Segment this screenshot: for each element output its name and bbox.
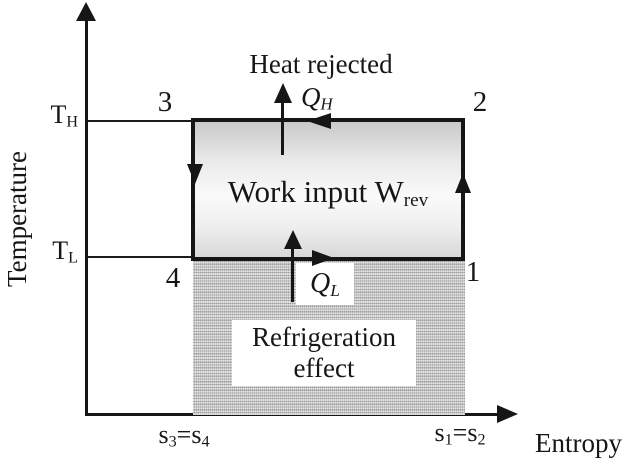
state-point-4: 4 xyxy=(165,262,181,294)
refrigeration-effect-plate: Refrigeration effect xyxy=(232,320,416,386)
cycle-rectangle xyxy=(191,118,465,261)
qh-arrow-line xyxy=(281,100,284,155)
ql-label: QL xyxy=(310,268,340,301)
temperature-axis-label: Temperature xyxy=(2,150,32,288)
process-1-2-arrow-icon xyxy=(455,173,471,193)
state-point-1: 1 xyxy=(465,256,481,288)
qh-label: QH xyxy=(301,82,333,115)
work-input-subscript: rev xyxy=(403,190,429,212)
s4-symbol: s xyxy=(191,420,202,449)
s34-equals: = xyxy=(176,420,192,449)
s2-symbol: s xyxy=(467,418,478,447)
s12-equals: = xyxy=(452,418,468,447)
process-2-3-arrow-icon xyxy=(307,113,331,129)
entropy-axis-label: Entropy xyxy=(535,428,622,458)
heat-rejected-label: Heat rejected xyxy=(249,49,393,79)
s1-symbol: s xyxy=(434,418,445,447)
ql-label-plate: QL xyxy=(296,263,354,305)
s12-tick-label: s1=s2 xyxy=(400,418,520,450)
t-low-symbol: T xyxy=(52,236,69,265)
work-input-label: Work input Wrev xyxy=(191,174,465,212)
t-high-subscript: H xyxy=(66,113,78,131)
ql-symbol: Q xyxy=(310,267,331,299)
refrigeration-effect-line1: Refrigeration xyxy=(252,322,396,352)
s1-subscript: 1 xyxy=(444,431,453,449)
ql-arrow-icon xyxy=(284,230,302,249)
s3-symbol: s xyxy=(158,420,169,449)
t-high-gridline xyxy=(88,120,192,122)
state-point-3: 3 xyxy=(157,86,173,118)
x-axis-arrow-icon xyxy=(497,405,518,423)
y-axis-line xyxy=(85,16,88,416)
state-point-2: 2 xyxy=(472,86,488,118)
ql-arrow-line xyxy=(291,245,294,302)
y-axis-arrow-icon xyxy=(76,2,96,21)
t-high-symbol: T xyxy=(50,100,67,129)
s34-tick-label: s3=s4 xyxy=(124,420,244,452)
t-low-label: TL xyxy=(28,236,78,268)
t-high-label: TH xyxy=(28,100,78,132)
qh-subscript: H xyxy=(320,94,333,114)
refrigeration-effect-line2: effect xyxy=(293,353,355,383)
s4-subscript: 4 xyxy=(201,433,210,451)
ql-subscript: L xyxy=(330,280,340,300)
s2-subscript: 2 xyxy=(477,431,486,449)
work-input-text: Work input W xyxy=(227,174,404,209)
s3-subscript: 3 xyxy=(168,433,177,451)
t-low-subscript: L xyxy=(68,249,78,267)
qh-symbol: Q xyxy=(301,82,321,112)
qh-arrow-icon xyxy=(274,83,292,103)
process-4-1-arrow-icon xyxy=(312,250,334,266)
t-low-gridline xyxy=(88,256,192,258)
process-3-4-arrow-icon xyxy=(187,164,203,184)
